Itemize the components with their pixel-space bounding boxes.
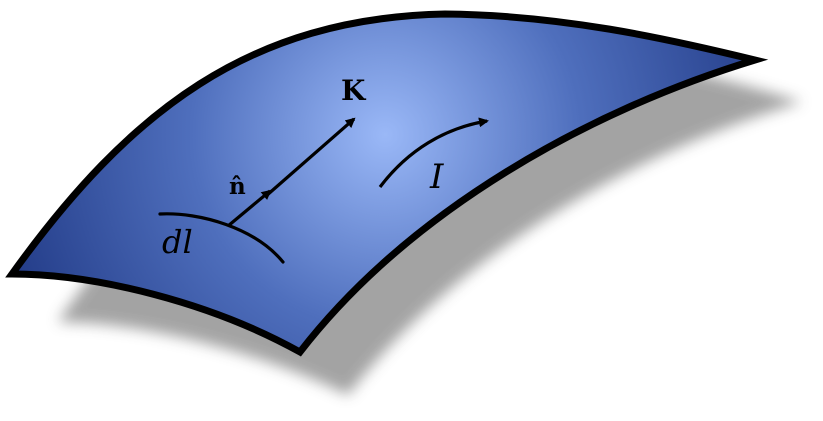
label-surface-current: K (341, 74, 367, 107)
label-line-element: dl (162, 223, 193, 261)
line-element-curve (158, 212, 285, 264)
label-current: I (429, 157, 444, 197)
current-arrow (378, 117, 489, 188)
normal-vector-arrow (226, 189, 272, 228)
surface-current-arrow (264, 117, 356, 198)
label-normal-vector: n̂ (229, 173, 246, 200)
